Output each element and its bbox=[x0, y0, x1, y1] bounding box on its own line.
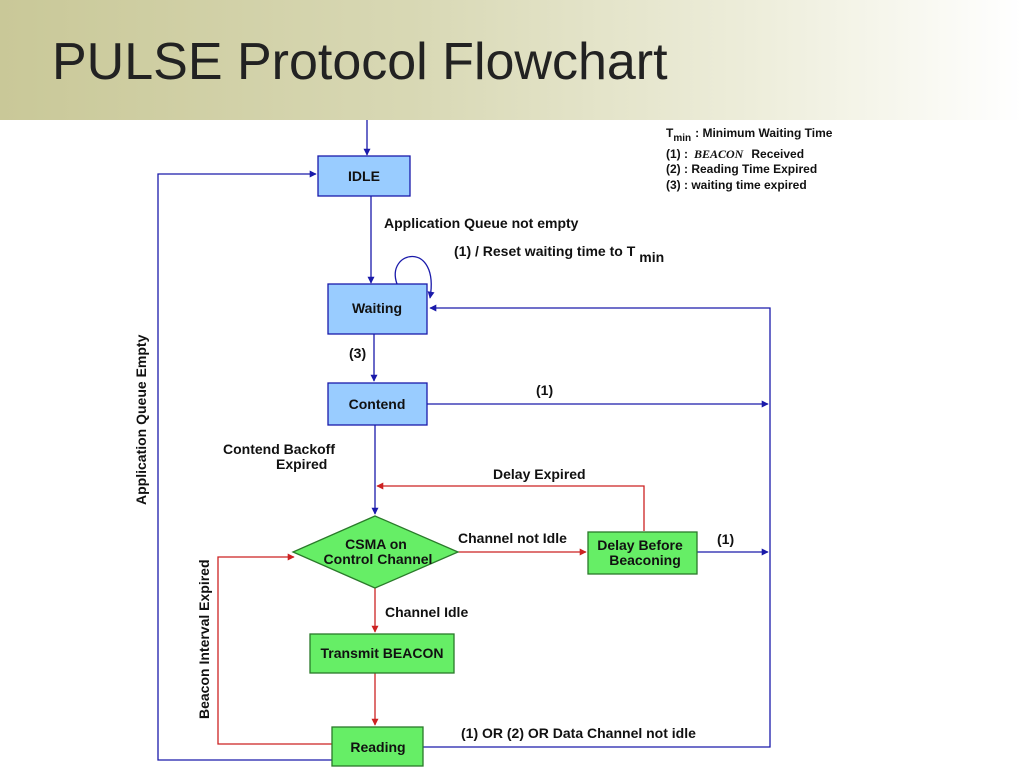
legend-tmin-sub: min bbox=[673, 133, 691, 144]
label-beacon-interval-expired: Beacon Interval Expired bbox=[196, 559, 212, 719]
node-delay-before-beaconing: Delay Before Beaconing bbox=[587, 531, 698, 575]
edge-reading-to-idle bbox=[157, 170, 332, 761]
node-idle-label: IDLE bbox=[348, 168, 380, 184]
title-band bbox=[0, 0, 1023, 120]
node-delay-label-1: Delay Before bbox=[597, 537, 683, 553]
node-contend: Contend bbox=[327, 382, 428, 426]
label-reset-waiting-sub: min bbox=[639, 249, 664, 265]
node-reading-label: Reading bbox=[350, 739, 405, 755]
legend-item-1-prefix: (1) : bbox=[666, 147, 688, 161]
legend-item-2: (2) : Reading Time Expired bbox=[666, 162, 817, 176]
legend: Tmin : Minimum Waiting Time (1) : BEACON Re… bbox=[666, 126, 833, 192]
node-transmit-label: Transmit BEACON bbox=[321, 645, 444, 661]
label-delay-to-right: (1) bbox=[717, 531, 734, 547]
legend-tmin-desc: : Minimum Waiting Time bbox=[695, 126, 833, 140]
label-backoff-line-1: Contend Backoff bbox=[223, 441, 335, 457]
label-app-queue-empty: Application Queue Empty bbox=[133, 334, 149, 505]
label-reading-to-waiting: (1) OR (2) OR Data Channel not idle bbox=[461, 725, 696, 741]
edge-reading-to-csma bbox=[217, 553, 332, 745]
node-delay-label-2: Beaconing bbox=[609, 552, 681, 568]
node-waiting-label: Waiting bbox=[352, 300, 402, 316]
label-backoff-line-2: Expired bbox=[276, 456, 327, 472]
legend-item-1: (1) : BEACON Received bbox=[666, 147, 804, 161]
page-title: PULSE Protocol Flowchart bbox=[52, 33, 668, 91]
edge-reading-to-waiting bbox=[423, 304, 771, 748]
legend-item-3: (3) : waiting time expired bbox=[666, 178, 807, 192]
label-reset-waiting-main: (1) / Reset waiting time to T bbox=[454, 243, 636, 259]
label-contend-to-right: (1) bbox=[536, 382, 553, 398]
node-transmit-beacon: Transmit BEACON bbox=[309, 633, 455, 674]
legend-item-1-suffix: Received bbox=[751, 147, 804, 161]
label-delay-expired: Delay Expired bbox=[493, 466, 586, 482]
edge-waiting-self-loop bbox=[394, 255, 435, 299]
node-csma-decision: CSMA on Control Channel bbox=[291, 515, 460, 589]
node-csma-label-2: Control Channel bbox=[324, 551, 433, 567]
node-idle: IDLE bbox=[317, 155, 411, 197]
label-channel-not-idle: Channel not Idle bbox=[458, 530, 567, 546]
node-contend-label: Contend bbox=[349, 396, 406, 412]
label-app-queue-not-empty: Application Queue not empty bbox=[384, 215, 579, 231]
node-csma-label-1: CSMA on bbox=[345, 536, 407, 552]
label-channel-idle: Channel Idle bbox=[385, 604, 468, 620]
node-reading: Reading bbox=[331, 726, 424, 767]
legend-tmin-t: T bbox=[666, 126, 674, 140]
edge-delay-expired-to-csma bbox=[376, 482, 645, 531]
legend-item-1-beacon: BEACON bbox=[693, 147, 745, 161]
legend-tmin: Tmin : Minimum Waiting Time bbox=[666, 126, 833, 144]
label-waiting-to-contend: (3) bbox=[349, 345, 366, 361]
node-waiting: Waiting bbox=[327, 283, 428, 335]
